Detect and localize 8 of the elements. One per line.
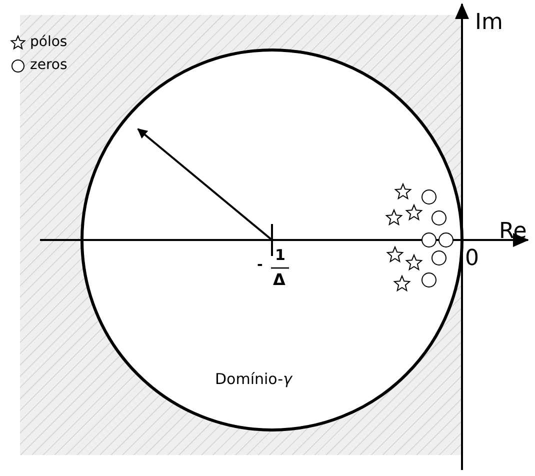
axis-label: Im <box>475 12 503 34</box>
denominator: Δ <box>273 272 286 288</box>
numerator: 1 <box>275 248 286 263</box>
origin-label: 0 <box>465 248 479 270</box>
legend-label: pólos <box>30 35 68 49</box>
legend-label: zeros <box>30 58 68 72</box>
minus-sign: - <box>257 258 263 272</box>
region-label: Domínio-γ <box>215 372 292 387</box>
